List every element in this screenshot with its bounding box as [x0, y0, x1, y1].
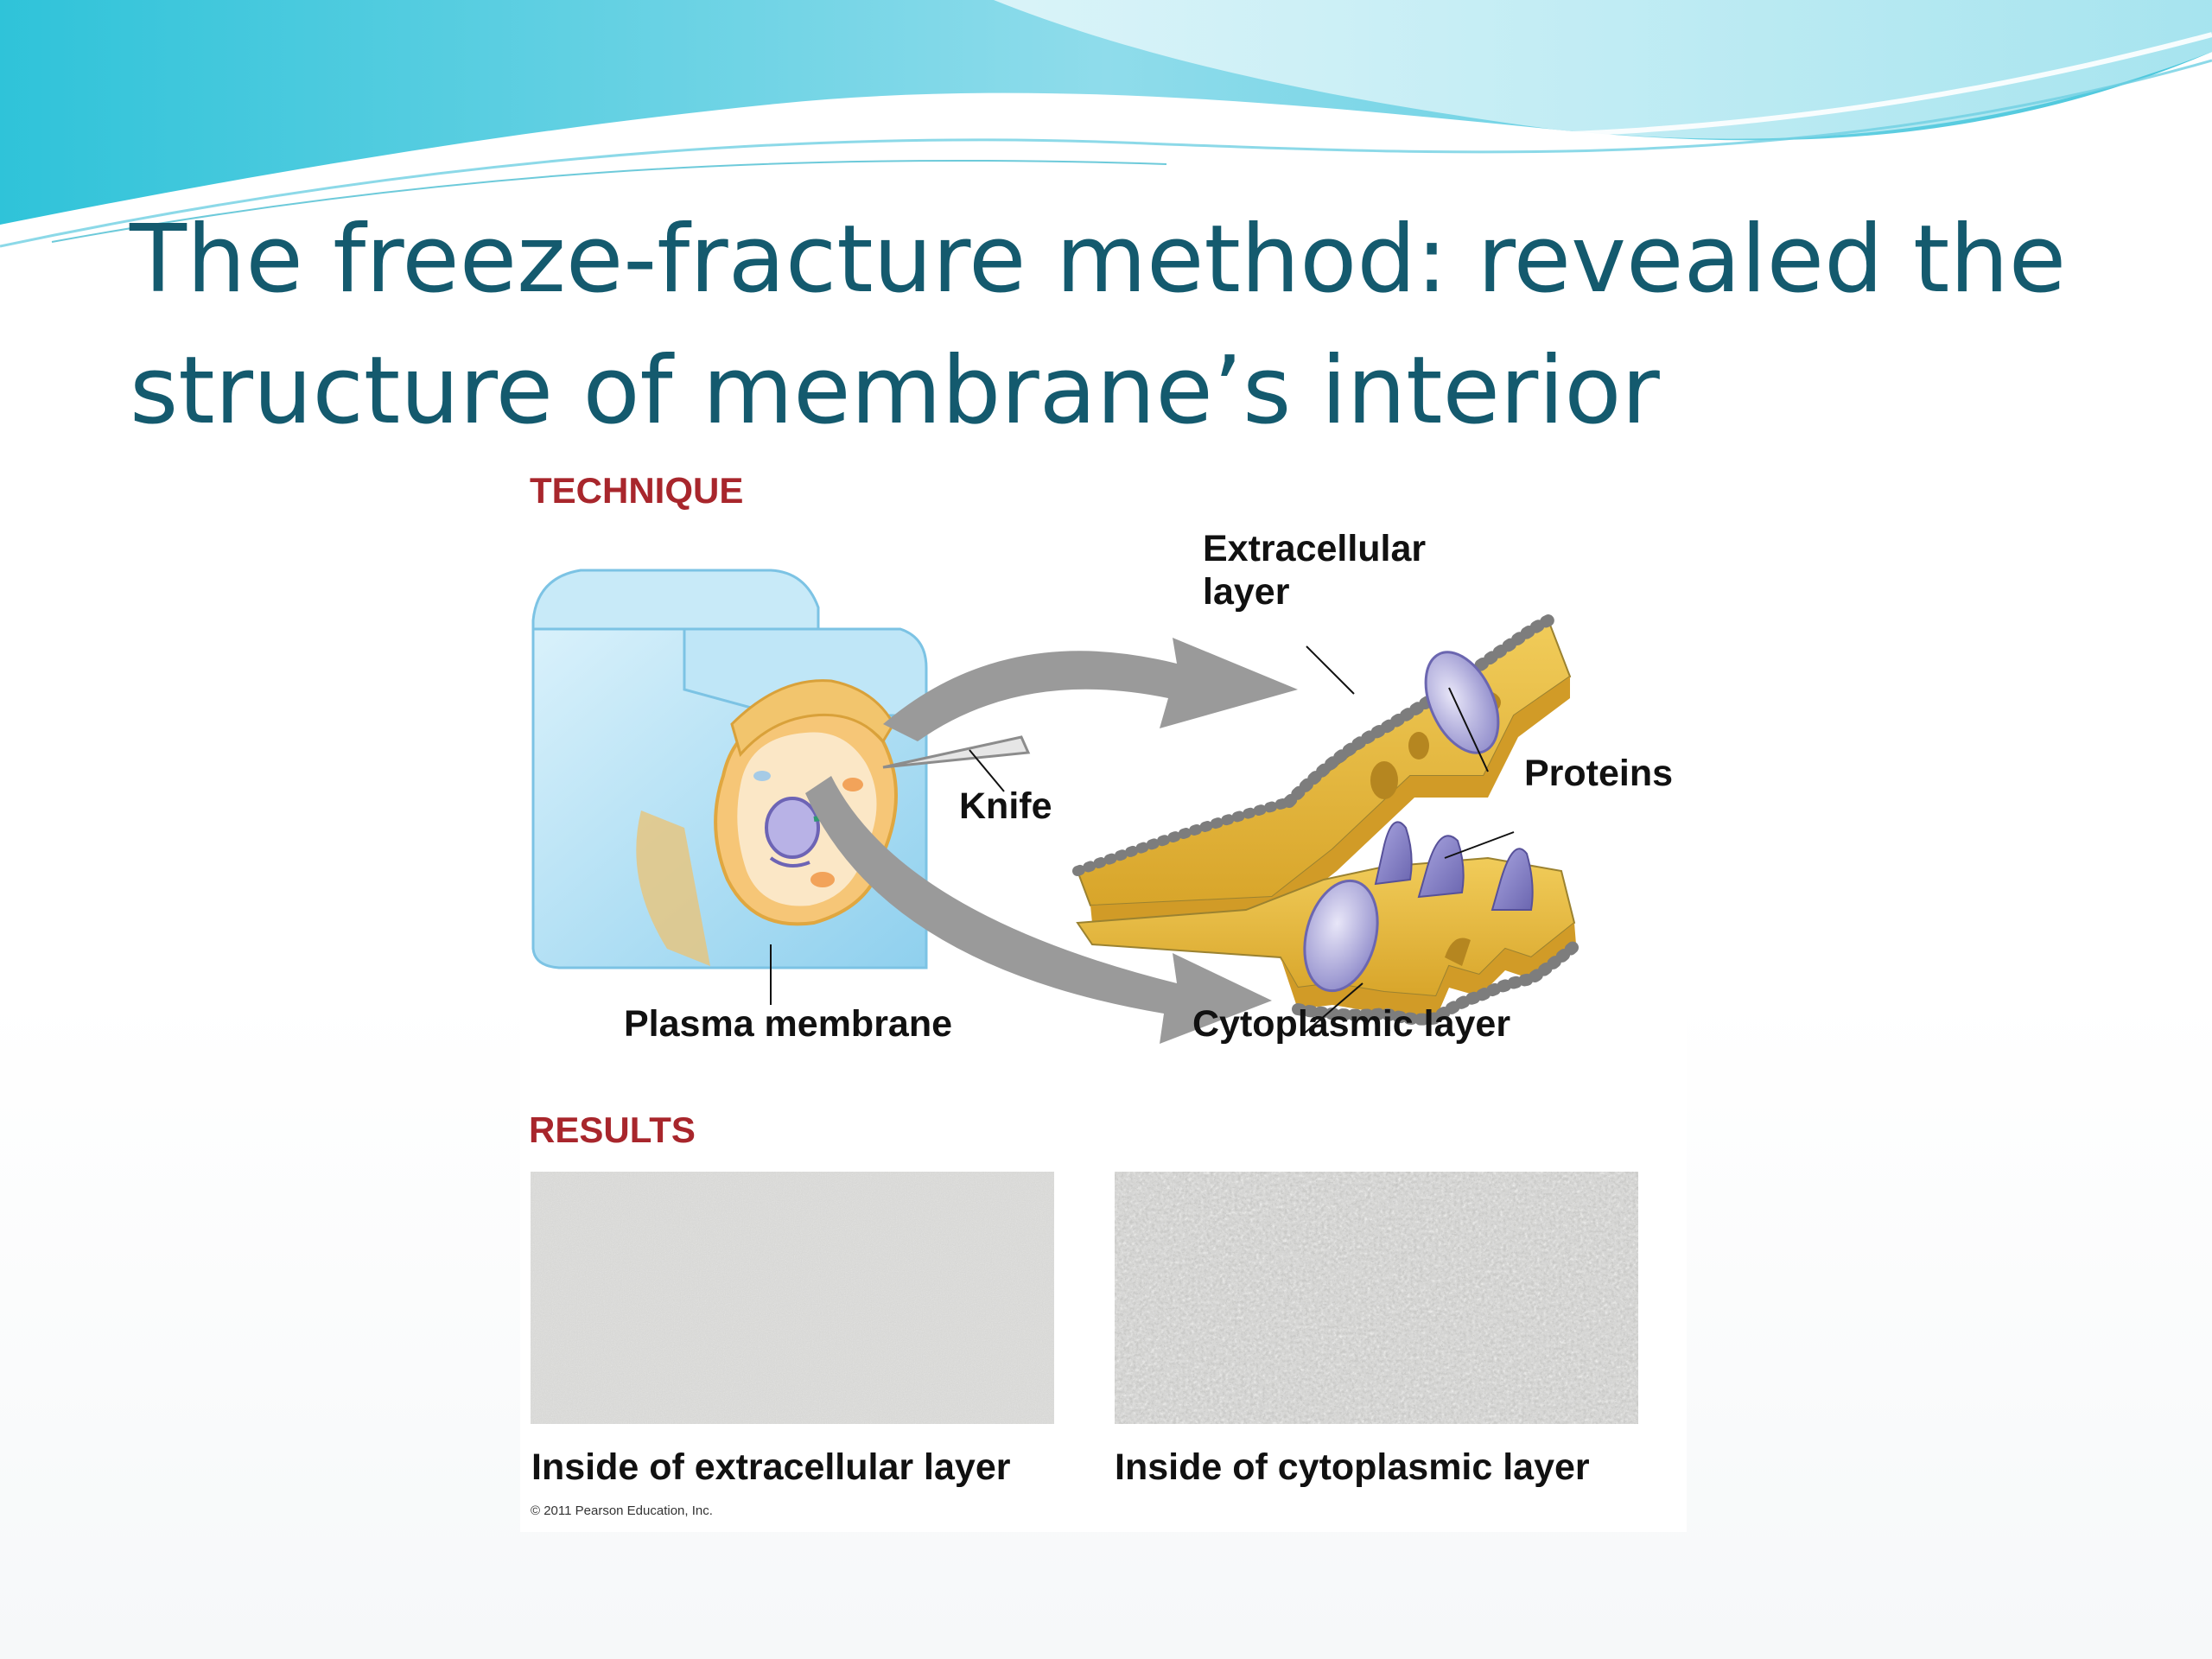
copyright-notice: © 2011 Pearson Education, Inc.	[531, 1503, 713, 1518]
caption-cytoplasmic: Inside of cytoplasmic layer	[1115, 1446, 1590, 1488]
title-line-1: The freeze-fracture method: revealed the	[130, 206, 2067, 314]
extracellular-layer-illustration	[1072, 614, 1572, 923]
cell-illustration	[714, 679, 898, 926]
micrograph-cytoplasmic-image	[1115, 1172, 1638, 1424]
extracellular-layer-label: Extracellular layer	[1203, 527, 1426, 613]
micrograph-extracellular-image	[531, 1172, 1054, 1424]
plasma-membrane-label: Plasma membrane	[624, 1003, 953, 1045]
header-wave-decoration	[0, 0, 2212, 248]
micrograph-extracellular	[531, 1172, 1054, 1424]
title-line-2: structure of membrane’s interior	[130, 337, 1660, 445]
extracellular-label-line-2: layer	[1203, 571, 1290, 613]
slide-title: The freeze-fracture method: revealed the…	[130, 194, 2117, 457]
cytoplasmic-layer-illustration	[1076, 821, 1582, 1026]
knife	[882, 735, 1031, 792]
cytoplasmic-layer-label: Cytoplasmic layer	[1192, 1003, 1511, 1045]
knife-label: Knife	[959, 785, 1052, 827]
caption-extracellular: Inside of extracellular layer	[531, 1446, 1011, 1488]
micrograph-cytoplasmic	[1115, 1172, 1638, 1424]
proteins-label: Proteins	[1524, 753, 1674, 794]
freeze-fracture-figure: TECHNIQUE	[520, 465, 1687, 1532]
extracellular-label-line-1: Extracellular	[1203, 528, 1427, 569]
technique-heading: TECHNIQUE	[530, 470, 744, 511]
label-leader-lines	[770, 645, 1515, 1036]
technique-illustration	[531, 569, 1582, 1044]
results-heading: RESULTS	[529, 1109, 696, 1150]
fracture-arrows	[805, 638, 1298, 1044]
